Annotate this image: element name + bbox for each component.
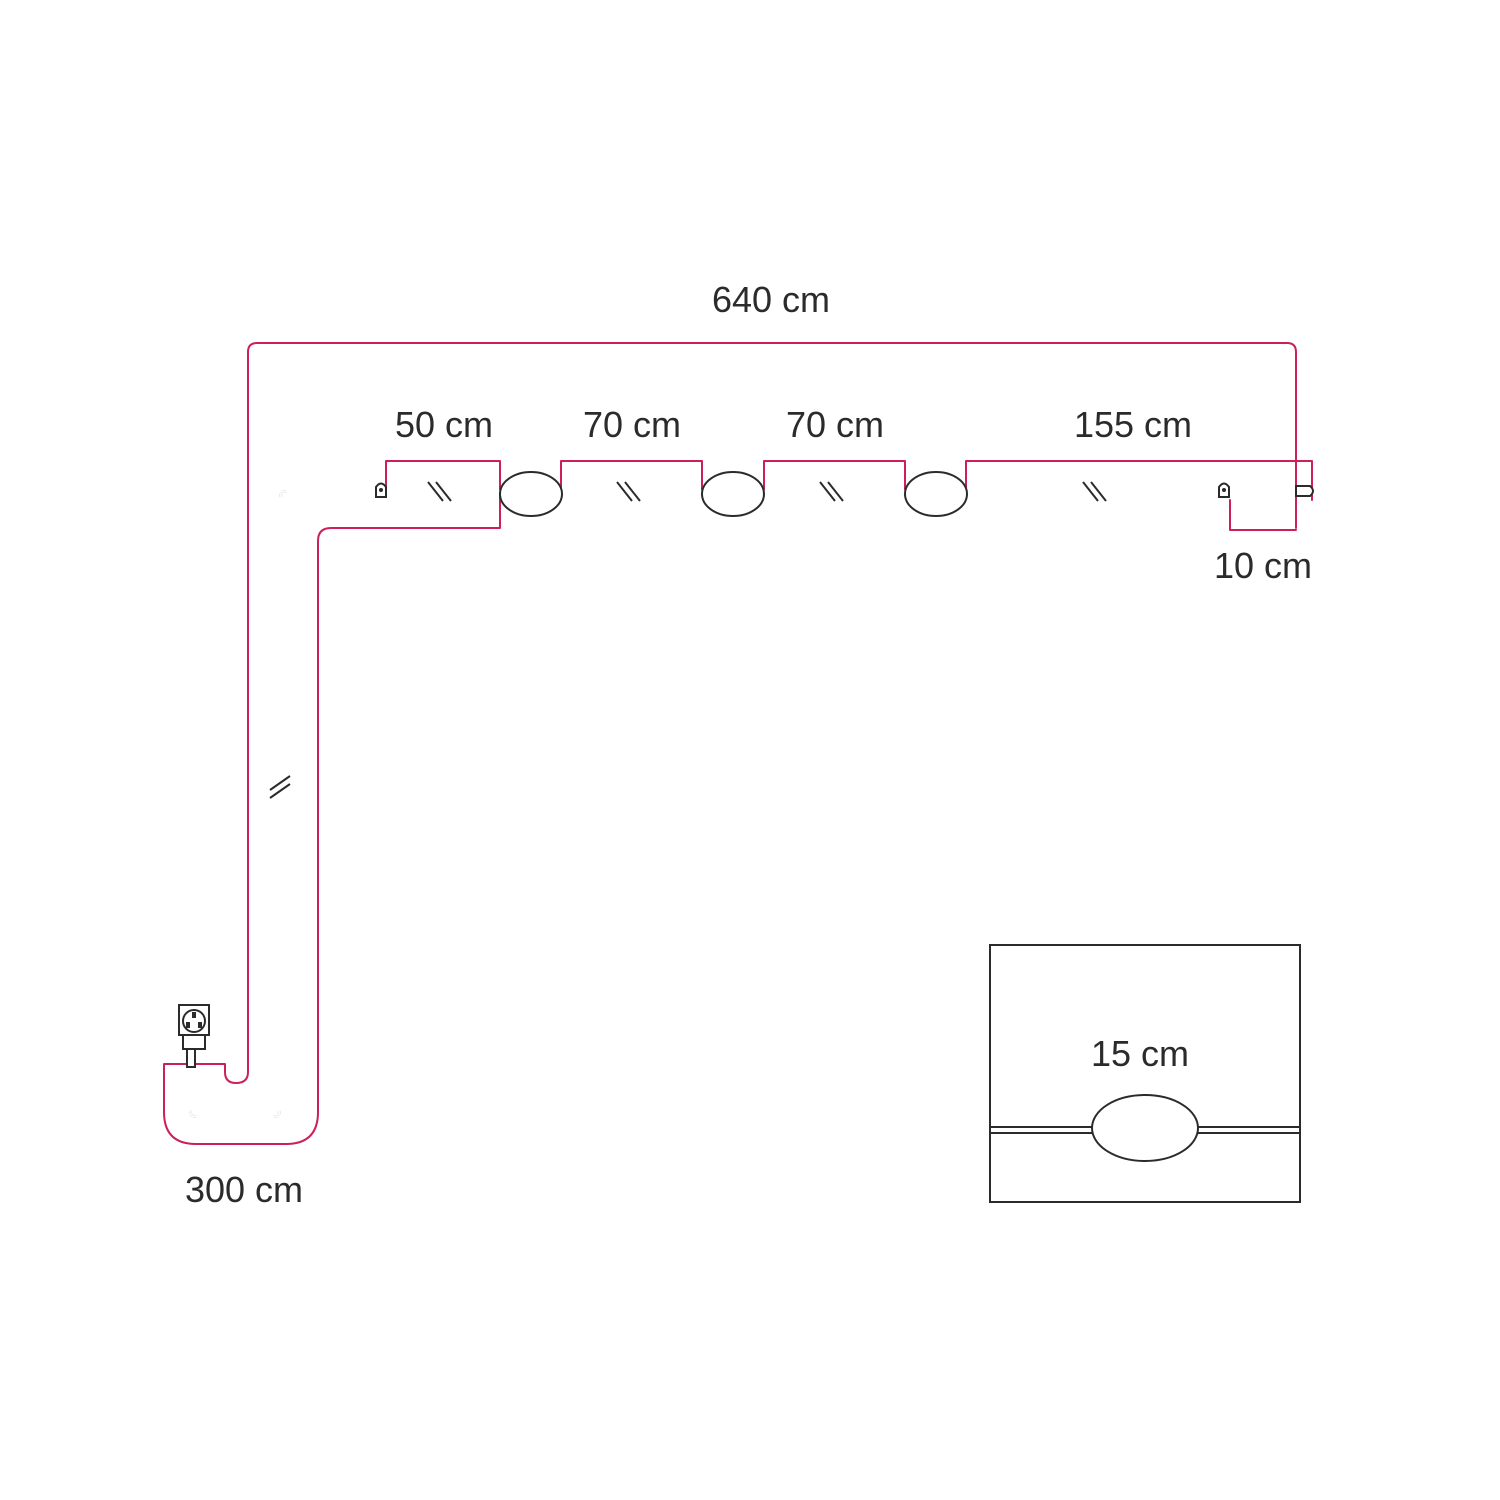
lamp-holder-icon <box>499 471 563 517</box>
detail-box <box>989 944 1301 1203</box>
segment-1-label: 50 cm <box>395 404 493 445</box>
segment-3-label: 70 cm <box>786 404 884 445</box>
lamp-holders <box>499 471 968 517</box>
segment-4-label: 155 cm <box>1074 404 1192 445</box>
total-length-outline <box>163 342 1297 1145</box>
break-mark-icon <box>819 481 844 502</box>
segment-3-outline <box>763 460 906 491</box>
detail-width-label: 15 cm <box>1091 1033 1189 1074</box>
tail-label: 10 cm <box>1214 545 1312 586</box>
cable-clip-start <box>375 482 387 498</box>
cable-end-icon <box>1295 485 1314 497</box>
lamp-holder-icon <box>1091 1094 1199 1162</box>
total-length-label: 640 cm <box>712 279 830 320</box>
tail-outline <box>1229 499 1297 531</box>
supply-cable-label: 300 cm <box>185 1169 303 1210</box>
cable <box>189 485 1314 1118</box>
segment-2-outline <box>560 460 703 491</box>
lamp-holder-icon <box>701 471 765 517</box>
break-mark-icon <box>1082 481 1107 502</box>
segment-2-label: 70 cm <box>583 404 681 445</box>
cable-inner <box>189 490 1298 1118</box>
uk-plug-icon <box>178 1004 210 1068</box>
break-mark-icon <box>269 775 291 799</box>
break-mark-icon <box>427 481 452 502</box>
break-mark-icon <box>616 481 641 502</box>
segment-4-outline <box>965 460 1313 501</box>
dimension-labels: 640 cm 50 cm 70 cm 70 cm 155 cm 10 cm 30… <box>185 279 1312 1210</box>
lamp-holder-icon <box>904 471 968 517</box>
break-marks <box>269 481 1107 799</box>
cable-clip-end <box>1218 482 1230 498</box>
